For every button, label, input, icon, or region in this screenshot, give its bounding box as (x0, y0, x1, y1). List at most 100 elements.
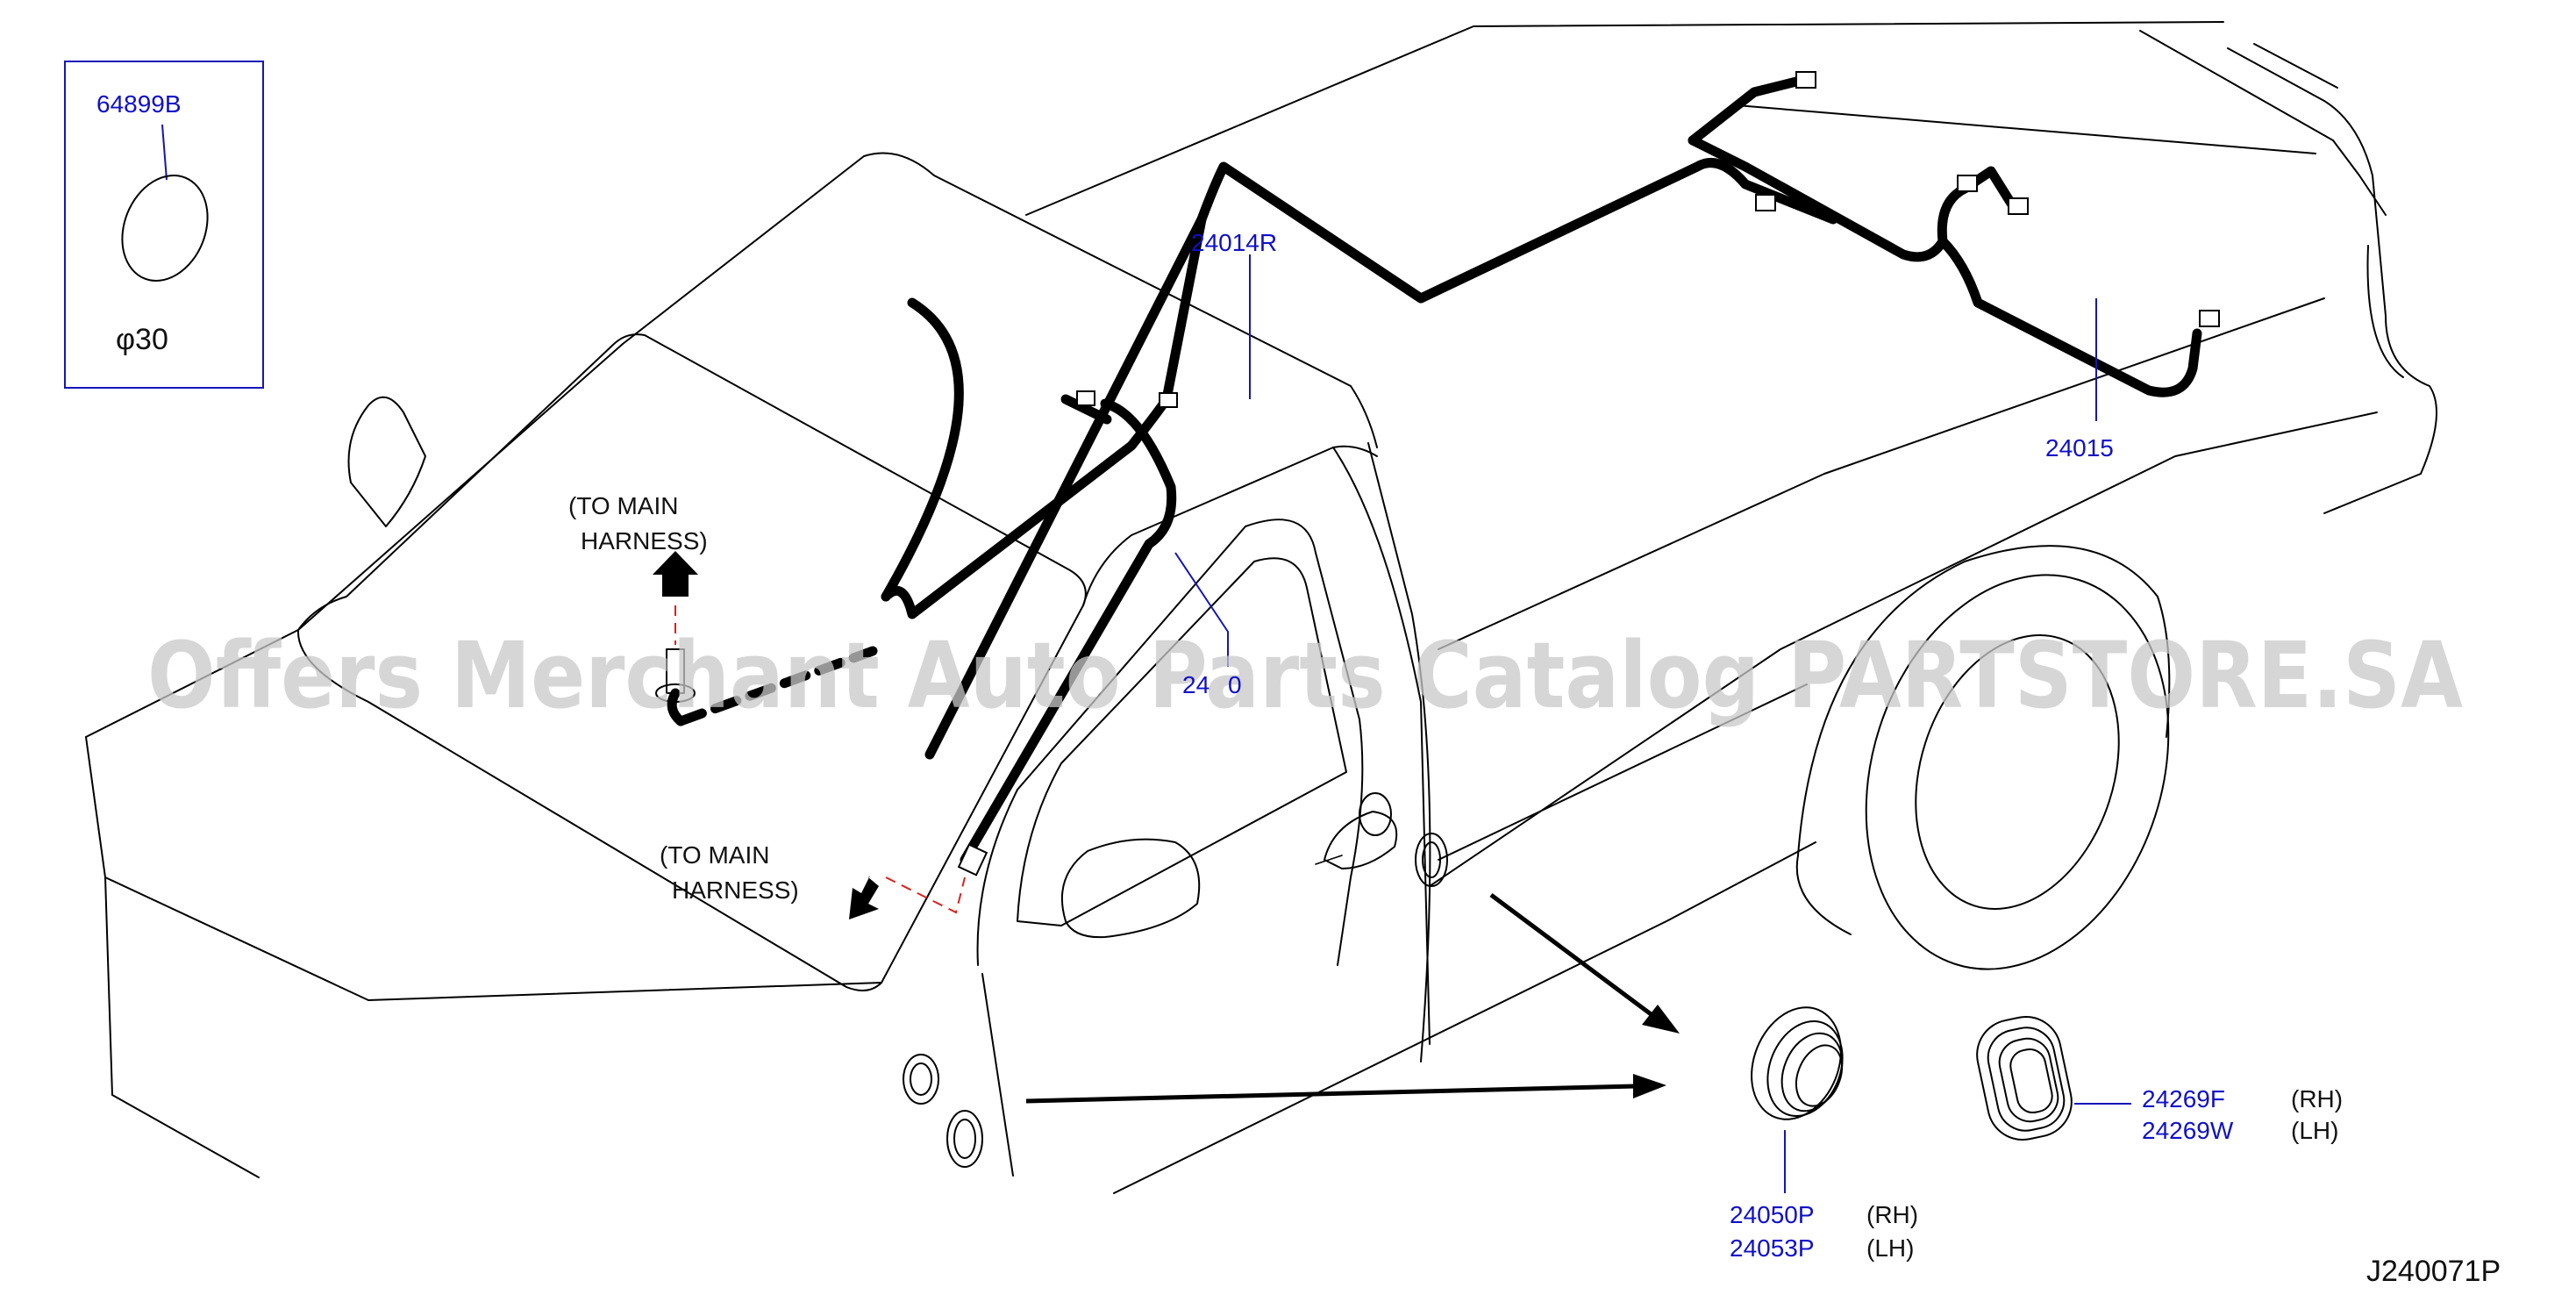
label-24050P-side: (RH) (1866, 1201, 1918, 1228)
upper-side-line (1438, 297, 2325, 650)
door-handle-detail (1315, 855, 1343, 865)
red-line-lower (885, 876, 966, 914)
inset-box: 64899B φ30 (64, 61, 264, 389)
connector-front-top-left (1076, 390, 1095, 406)
bed-rail-edge (2253, 43, 2338, 89)
vehicle-grommet-oval-inner (953, 1119, 976, 1159)
harness-rear-lower (1937, 236, 2202, 397)
harness-front-upper-branch (881, 297, 964, 602)
vehicle-grommet-b-pillar (1359, 792, 1392, 836)
arrow-line-to-round-grommet (1489, 892, 1655, 1019)
vehicle-grommet-oval-outer (946, 1110, 983, 1168)
diagram-code: J240071P (2366, 1255, 2501, 1288)
harness-front-main (924, 158, 1838, 760)
connector-rear-top (1795, 71, 1816, 89)
arrow-down-to-main-harness (849, 876, 879, 919)
door-front-edge (981, 973, 1014, 1177)
label-24269F[interactable]: 24269F (2142, 1085, 2225, 1112)
inset-diameter: φ30 (116, 323, 168, 356)
harness-pillar-branch (960, 398, 1177, 865)
grommet-round-outer (1751, 1006, 1842, 1120)
callout-to-main-upper-line1: (TO MAIN (568, 492, 678, 519)
harness-rear-top-branch (1688, 74, 1812, 146)
front-corner-line (104, 876, 113, 1096)
label-24014R[interactable]: 24014R (1191, 229, 1277, 256)
inset-part-number[interactable]: 64899B (96, 90, 182, 118)
inset-frame (64, 61, 264, 389)
lower-side-line (1113, 841, 1816, 1194)
label-24269F-side: (RH) (2291, 1085, 2343, 1112)
clip-base (655, 683, 696, 703)
wheel-arch (1797, 545, 2171, 856)
harness-rear-middle (1688, 135, 1970, 262)
connector-rear-fork-right (2008, 197, 2029, 215)
vehicle-outline (85, 21, 2437, 1194)
connector-front-top-right (1159, 392, 1178, 408)
vehicle-grommet-round-outer (903, 1054, 939, 1105)
labels: 24014R 24015 24 0 (TO MAIN HARNESS) (TO … (568, 229, 2501, 1288)
connector-rear-fork-left (1957, 175, 1978, 192)
rear-tire (1865, 574, 2170, 970)
callout-to-main-upper-line2: HARNESS) (581, 527, 708, 554)
roof-outline (863, 152, 1378, 448)
grommet-oval-outer (1976, 1015, 2073, 1141)
connector-pillar-bottom (957, 843, 988, 876)
label-24015[interactable]: 24015 (2045, 434, 2114, 461)
callout-to-main-lower-line1: (TO MAIN (660, 841, 769, 869)
left-mirror (347, 396, 426, 527)
grommet-oval-ring-3 (2009, 1048, 2053, 1114)
grommet-round-detail (1751, 1006, 1844, 1120)
tailgate-outline (2227, 47, 2437, 514)
b-pillar-outline (1367, 442, 1431, 1062)
a-pillar-top (1082, 445, 1378, 606)
harness-pillar-stub (1060, 394, 1112, 425)
watermark-text: Offers Merchant Auto Parts Catalog PARTS… (147, 622, 2463, 729)
arrowhead-to-round-grommet (1642, 1005, 1680, 1034)
label-24053P-side: (LH) (1866, 1234, 1914, 1262)
roof-back-line (1025, 21, 2224, 216)
arrows (653, 551, 1680, 1104)
hood-front-line (85, 155, 865, 738)
vehicle-grommet-side-outer (1415, 833, 1448, 887)
harness-rear-24015 (1688, 74, 2202, 397)
label-24053P[interactable]: 24053P (1730, 1234, 1815, 1262)
clip-body (666, 648, 685, 694)
grommet-oval-ring-1 (1987, 1027, 2066, 1132)
grommet-oval-detail (1976, 1015, 2073, 1141)
connector-rear-end (2199, 310, 2220, 327)
b-pillar-inner (1332, 447, 1431, 1045)
bed-side-inner (1438, 683, 1808, 861)
red-callout-lines (674, 605, 966, 914)
connector-rear-mid (1755, 194, 1776, 211)
arrow-line-to-round-grommet-lower (1025, 1084, 1637, 1104)
tail-light (2366, 245, 2404, 378)
door-handle (1324, 811, 1398, 869)
rear-rim (1915, 634, 2120, 910)
wheel-arch-bottom (1795, 855, 1852, 935)
windshield (296, 333, 1087, 991)
front-bumper-line (111, 1094, 260, 1178)
arrow-up-to-main-harness (653, 551, 698, 597)
bed-rail-top (2139, 30, 2387, 216)
label-24269W-side: (LH) (2291, 1117, 2338, 1144)
label-24269W[interactable]: 24269W (2142, 1117, 2234, 1144)
label-pillar-harness-obscured[interactable]: 0 (1228, 671, 1242, 698)
harness-front-dashed-run (675, 646, 878, 726)
inset-leader (161, 124, 168, 181)
leader-lines (1174, 254, 2131, 1193)
connectors (655, 71, 2220, 876)
door-window-inner (1017, 557, 1347, 926)
grommet-round-ring-3 (1795, 1044, 1844, 1107)
leader-pillar-harness (1174, 552, 1229, 667)
lower-front-line (85, 736, 882, 1001)
plug-cap-shape (121, 174, 209, 283)
grommet-oval-ring-2 (1998, 1037, 2059, 1123)
side-body-line (1429, 411, 2378, 887)
callout-to-main-lower-line2: HARNESS) (672, 876, 799, 904)
vehicle-grommet-side-inner (1422, 841, 1441, 878)
harness-front-clip-end (667, 688, 686, 726)
label-24050P[interactable]: 24050P (1730, 1201, 1815, 1228)
label-pillar-harness-visible[interactable]: 24 (1182, 671, 1210, 698)
door-mirror (1060, 838, 1201, 939)
